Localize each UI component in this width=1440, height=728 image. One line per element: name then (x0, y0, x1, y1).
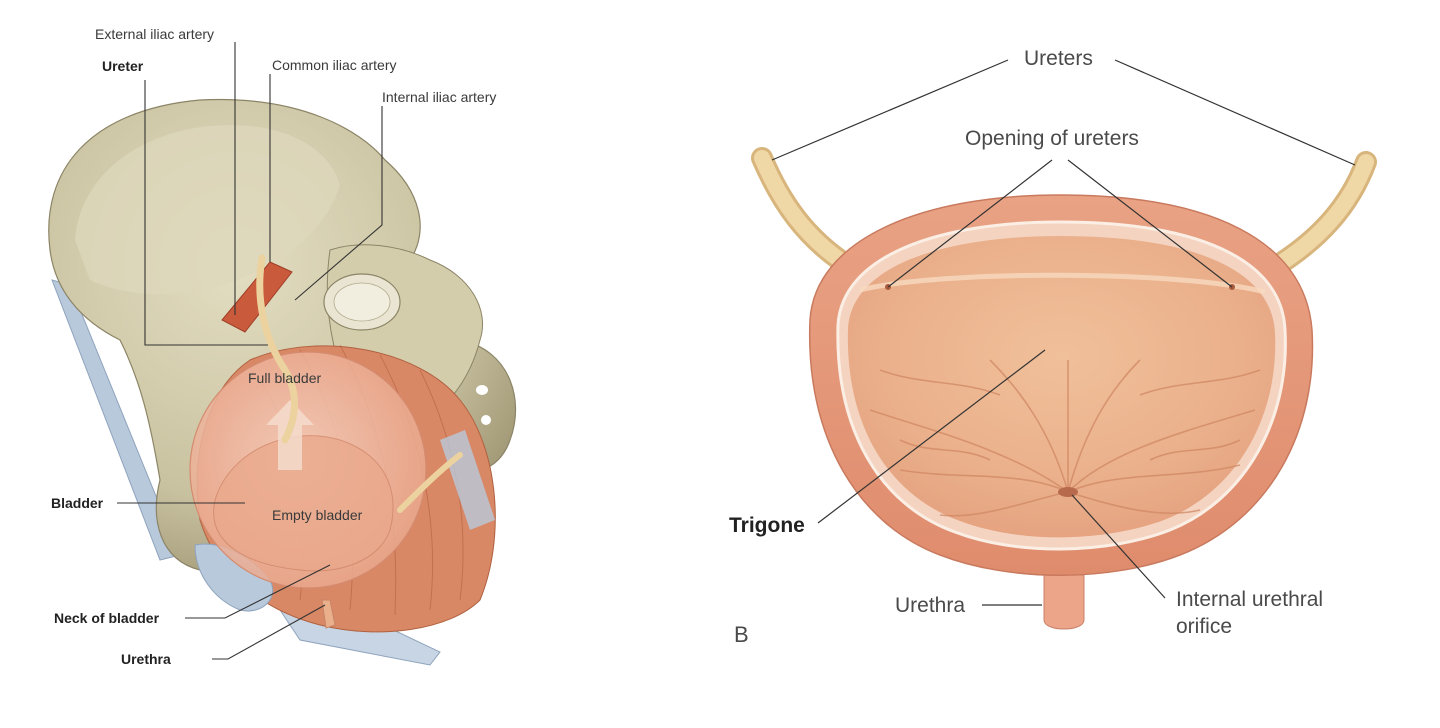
label-external-iliac-artery: External iliac artery (95, 26, 215, 42)
label-internal-urethral-line2: orifice (1176, 615, 1233, 638)
label-ureter: Ureter (102, 58, 144, 74)
label-common-iliac-artery: Common iliac artery (272, 57, 397, 73)
leader-ureter (144, 80, 268, 346)
leader-opening-left (887, 159, 1053, 288)
label-urethra-b: Urethra (895, 594, 966, 617)
panel-letter-b: B (734, 622, 749, 647)
internal-urethral-orifice (1058, 487, 1078, 497)
label-urethra-a: Urethra (121, 651, 171, 667)
label-internal-urethral-orifice: Internal urethral orifice (1176, 586, 1323, 640)
label-full-bladder: Full bladder (248, 370, 322, 386)
leader-neck (185, 564, 331, 619)
leader-trigone (817, 349, 1046, 524)
label-internal-urethral-line1: Internal urethral (1176, 588, 1324, 611)
label-trigone: Trigone (729, 514, 805, 537)
leader-urethra (212, 604, 326, 660)
sacral-foramen (476, 385, 488, 395)
label-empty-bladder: Empty bladder (272, 507, 363, 523)
ureter-tube (256, 254, 298, 444)
label-opening-of-ureters: Opening of ureters (965, 127, 1139, 150)
leader-ureters-left (771, 59, 1009, 161)
urethra-b (1043, 574, 1085, 630)
label-neck-of-bladder: Neck of bladder (54, 610, 160, 626)
label-ureters: Ureters (1024, 47, 1093, 70)
rugae-folds (869, 359, 1261, 517)
iliac-fossa (75, 125, 340, 294)
leader-ureters-right (1114, 59, 1356, 166)
urethra-tube (321, 599, 336, 629)
leader-orifice (1071, 494, 1166, 599)
label-bladder: Bladder (51, 495, 104, 511)
label-internal-iliac-artery: Internal iliac artery (382, 89, 497, 105)
leader-internal-iliac (294, 106, 383, 301)
bladder-lumen (847, 236, 1276, 538)
leader-opening-right (1067, 159, 1233, 288)
ligament-right (440, 430, 495, 530)
